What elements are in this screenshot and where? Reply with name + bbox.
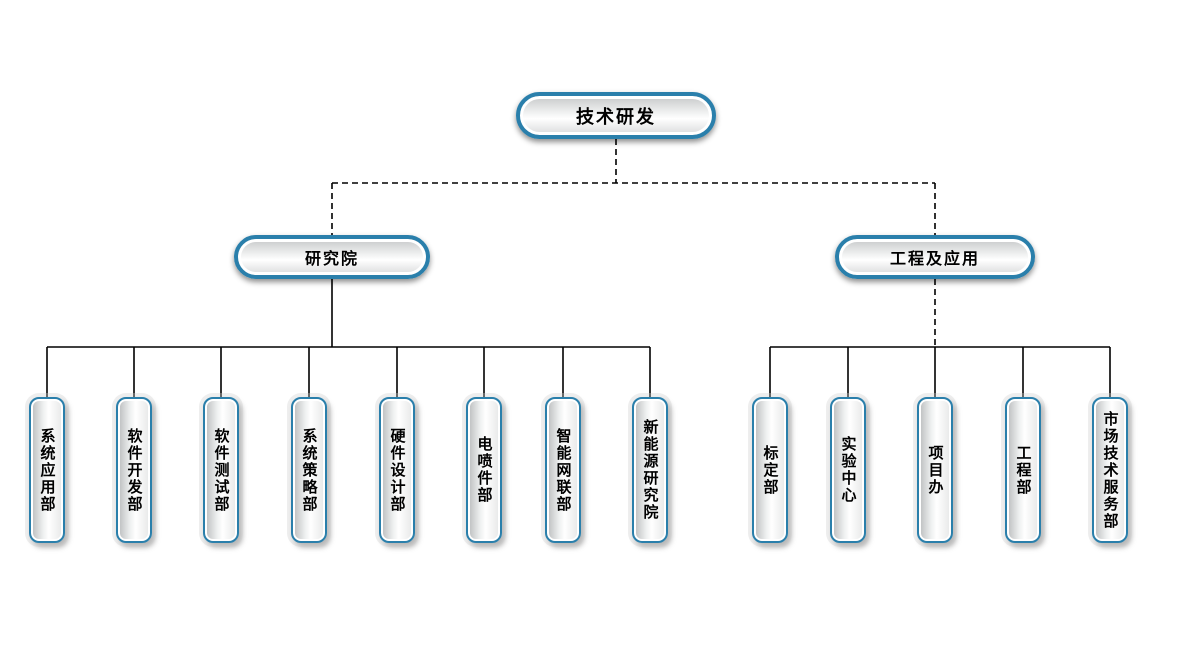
org-node-dept-label: 系统策略部	[300, 427, 319, 513]
org-node-dept-label: 市场技术服务部	[1101, 410, 1120, 530]
org-node-dept: 项目办	[917, 397, 953, 543]
org-node-dept-label: 工程部	[1014, 444, 1033, 496]
org-node-dept-label: 实验中心	[839, 436, 858, 504]
org-node-dept: 新能源研究院	[632, 397, 668, 543]
solid-connectors	[46, 279, 1111, 398]
org-node-dept: 市场技术服务部	[1092, 397, 1128, 543]
org-node-dept: 智能网联部	[545, 397, 581, 543]
org-node-branch-label: 工程及应用	[889, 249, 980, 268]
org-node-dept: 软件测试部	[203, 397, 239, 543]
dashed-connectors	[331, 139, 936, 347]
org-node-root: 技术研发	[516, 92, 716, 139]
org-node-dept-label: 智能网联部	[554, 427, 573, 513]
org-node-root-label: 技术研发	[576, 106, 656, 128]
org-node-dept-label: 硬件设计部	[388, 427, 407, 513]
org-node-dept: 电喷件部	[466, 397, 502, 543]
org-node-dept: 系统应用部	[29, 397, 65, 543]
org-node-dept-label: 系统应用部	[38, 427, 57, 513]
org-node-dept: 标定部	[752, 397, 788, 543]
org-node-dept: 硬件设计部	[379, 397, 415, 543]
org-node-dept-label: 软件测试部	[212, 427, 231, 513]
org-node-dept-label: 电喷件部	[475, 436, 494, 504]
org-node-branch-research: 研究院	[234, 235, 430, 279]
org-node-dept-label: 软件开发部	[125, 427, 144, 513]
org-node-branch-engineering: 工程及应用	[835, 235, 1035, 279]
org-node-dept: 系统策略部	[291, 397, 327, 543]
org-node-dept-label: 新能源研究院	[641, 419, 660, 521]
org-node-branch-label: 研究院	[304, 249, 359, 268]
org-node-dept-label: 项目办	[926, 444, 945, 496]
org-node-dept: 实验中心	[830, 397, 866, 543]
org-node-dept-label: 标定部	[761, 444, 780, 496]
org-node-dept: 工程部	[1005, 397, 1041, 543]
org-node-dept: 软件开发部	[116, 397, 152, 543]
